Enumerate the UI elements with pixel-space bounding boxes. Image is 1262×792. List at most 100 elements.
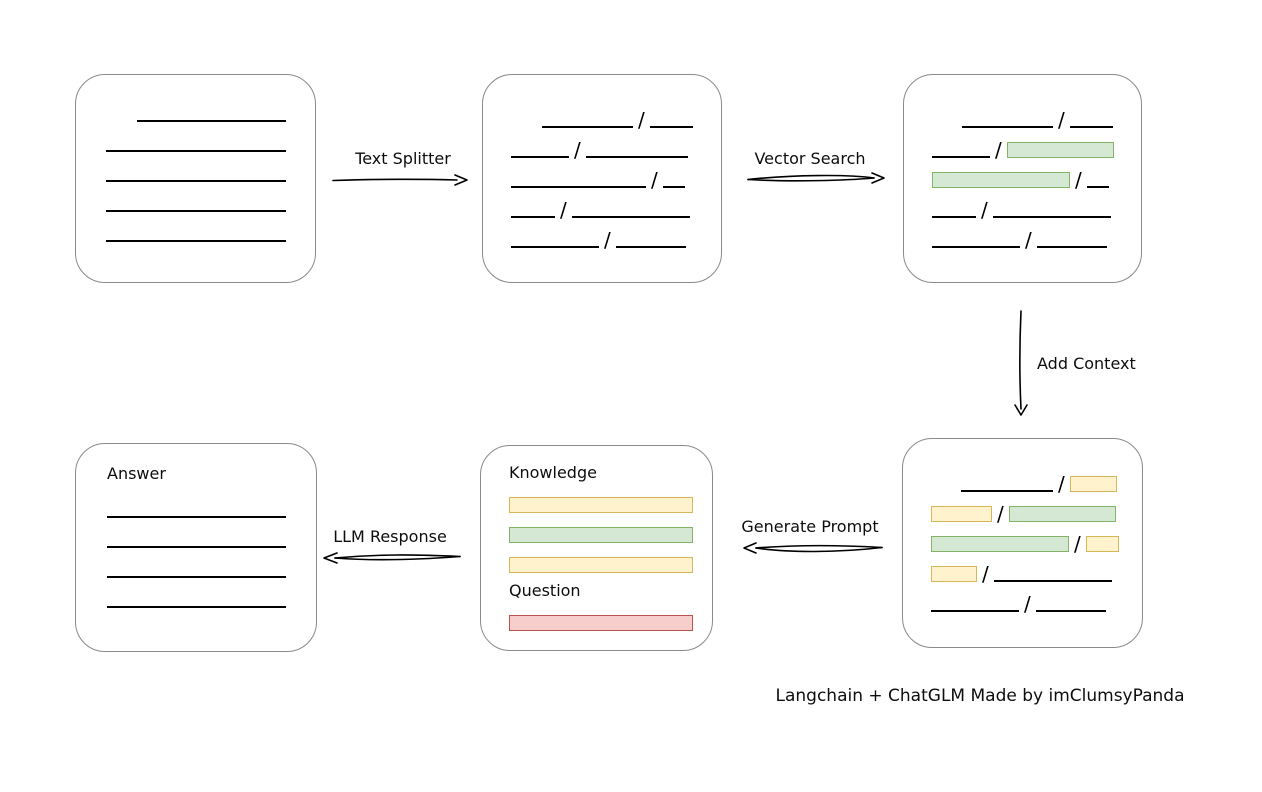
question-bars [481, 601, 712, 631]
text-line [107, 576, 286, 578]
context-box: / / / / / [902, 438, 1143, 648]
vector-search-label: Vector Search [754, 149, 866, 168]
text-line [137, 120, 286, 122]
slash-separator: / [1058, 472, 1065, 496]
segment-row [107, 548, 316, 578]
text-line [542, 126, 633, 128]
segment-row: / [931, 522, 1142, 556]
text-line [932, 246, 1020, 248]
vector-result-box: / / / / / [903, 74, 1142, 283]
text-line [961, 490, 1053, 492]
segment-row [509, 513, 712, 543]
diagram-caption: Langchain + ChatGLM Made by imClumsyPand… [775, 686, 1185, 706]
segment-row: / [961, 462, 1142, 496]
text-line [107, 606, 286, 608]
segment-row: / [542, 98, 721, 132]
slash-separator: / [997, 502, 1004, 526]
text-line [1086, 186, 1109, 188]
segment-row: / [511, 218, 721, 250]
text-line [662, 186, 685, 188]
generate-prompt-label: Generate Prompt [741, 517, 879, 536]
text-line [106, 150, 286, 152]
text-line [106, 240, 286, 242]
text-line [1035, 610, 1106, 612]
segment-row: / [932, 128, 1141, 162]
green-chunk-chip [1006, 142, 1114, 158]
segment-row [509, 543, 712, 573]
knowledge-bars [481, 483, 712, 573]
red-chunk-chip [509, 615, 693, 631]
segment-row: / [511, 158, 721, 192]
slash-separator: / [1074, 532, 1081, 556]
text-line [106, 180, 286, 182]
add-context-arrow [1014, 310, 1028, 416]
answer-box: Answer [75, 443, 317, 652]
yellow-chunk-chip [931, 566, 977, 582]
text-line [107, 516, 286, 518]
text-line [571, 216, 690, 218]
segment-row: / [511, 128, 721, 162]
slash-separator: / [1058, 108, 1065, 132]
text-line [107, 546, 286, 548]
slash-separator: / [1025, 228, 1032, 252]
text-line [1036, 246, 1107, 248]
segment-row [106, 152, 315, 182]
segment-row [106, 122, 315, 152]
slash-separator: / [574, 138, 581, 162]
generate-prompt-arrow [743, 542, 883, 554]
green-chunk-chip [509, 527, 693, 543]
yellow-chunk-chip [509, 497, 693, 513]
slash-separator: / [651, 168, 658, 192]
add-context-label: Add Context [1037, 354, 1136, 373]
segment-row [106, 212, 315, 242]
text-line [932, 156, 990, 158]
yellow-chunk-chip [931, 506, 992, 522]
text-line [1069, 126, 1113, 128]
text-line [511, 156, 569, 158]
segment-row [509, 601, 712, 631]
slash-separator: / [982, 562, 989, 586]
answer-lines [76, 488, 316, 608]
slash-separator: / [1024, 592, 1031, 616]
segment-row [107, 518, 316, 548]
green-chunk-chip [1008, 506, 1116, 522]
slash-separator: / [638, 108, 645, 132]
yellow-chunk-chip [1085, 536, 1119, 552]
text-line [511, 246, 599, 248]
text-line [511, 216, 555, 218]
slash-separator: / [1075, 168, 1082, 192]
green-chunk-chip [931, 536, 1069, 552]
text-splitter-label: Text Splitter [355, 149, 451, 168]
yellow-chunk-chip [509, 557, 693, 573]
segment-row: / [931, 552, 1142, 586]
segment-row: / [931, 492, 1142, 526]
document-box [75, 74, 316, 283]
llm-response-label: LLM Response [333, 527, 447, 546]
segment-row [106, 182, 315, 212]
segment-row: / [931, 582, 1142, 616]
slash-separator: / [995, 138, 1002, 162]
segment-row [509, 483, 712, 513]
segment-row: / [932, 188, 1141, 222]
prompt-box: Knowledge Question [480, 445, 713, 651]
yellow-chunk-chip [1069, 476, 1117, 492]
text-line [649, 126, 693, 128]
llm-response-arrow [323, 552, 461, 564]
green-chunk-chip [932, 172, 1070, 188]
chunks-box: ///// [482, 74, 722, 283]
slash-separator: / [981, 198, 988, 222]
knowledge-title: Knowledge [509, 463, 597, 482]
text-line [992, 216, 1111, 218]
text-line [511, 186, 646, 188]
question-title: Question [509, 581, 581, 600]
answer-title: Answer [107, 464, 166, 483]
vector-search-arrow [747, 172, 885, 184]
slash-separator: / [560, 198, 567, 222]
segment-row: / [962, 98, 1141, 132]
text-line [585, 156, 688, 158]
segment-row [107, 488, 316, 518]
text-line [962, 126, 1053, 128]
segment-row: / [511, 188, 721, 222]
text-line [931, 610, 1019, 612]
